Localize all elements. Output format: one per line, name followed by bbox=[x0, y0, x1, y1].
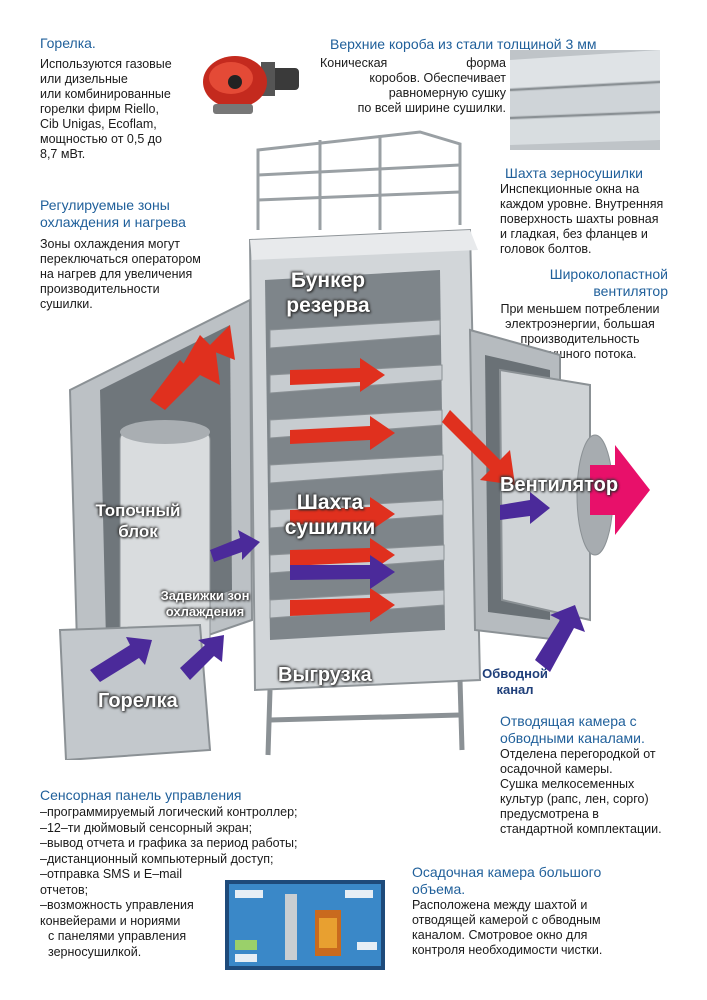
panel-features-list: –программируемый логический контроллер; … bbox=[40, 805, 298, 960]
burner-photo bbox=[203, 56, 299, 114]
shaft-title: Шахта зерносушилки bbox=[505, 165, 643, 181]
list-item: –вывод отчета и графика за период работы… bbox=[40, 836, 298, 850]
top-boxes-photo bbox=[510, 50, 660, 150]
grain-dryer-illustration bbox=[58, 130, 650, 760]
top-boxes-title: Верхние короба из стали толщиной 3 мм bbox=[330, 36, 597, 52]
label-ventilator: Вентилятор bbox=[500, 474, 619, 496]
list-item: –дистанционный компьютерный доступ; bbox=[40, 851, 274, 866]
list-item: –программируемый логический контроллер; bbox=[40, 805, 298, 819]
list-item: –12–ти дюймовый сенсорный экран; bbox=[40, 820, 253, 835]
burner-title: Горелка. bbox=[40, 35, 96, 51]
list-item: отчетов; bbox=[40, 882, 89, 897]
list-item: зерносушилкой. bbox=[48, 944, 142, 959]
panel-title: Сенсорная панель управления bbox=[40, 787, 242, 803]
list-item: –возможность управления bbox=[40, 898, 194, 912]
list-item: с панелями управления bbox=[48, 929, 187, 943]
label-burner: Горелка bbox=[98, 690, 178, 712]
touch-panel-screenshot bbox=[225, 880, 385, 970]
list-item: конвейерами и нориями bbox=[40, 913, 181, 928]
label-unload: Выгрузка bbox=[278, 664, 372, 686]
list-item: –отправка SMS и E–mail bbox=[40, 867, 183, 881]
